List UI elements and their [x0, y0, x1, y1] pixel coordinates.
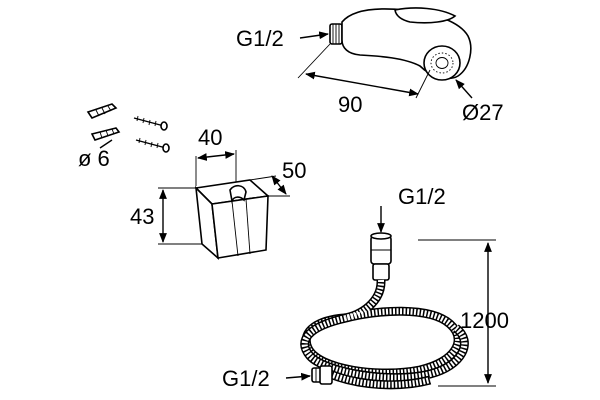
hose-top-connector — [370, 232, 392, 281]
holder-width-label: 40 — [198, 125, 222, 150]
hose-bottom-connector — [311, 365, 333, 385]
hose-coils — [300, 279, 469, 390]
hose-top-thread-label: G1/2 — [398, 184, 446, 209]
handshower-length-label: 90 — [338, 92, 362, 117]
hose-bottom-thread-label: G1/2 — [222, 366, 270, 391]
holder-front-face — [211, 195, 269, 259]
handshower-thread-label: G1/2 — [236, 26, 284, 51]
wall-holder: 40 50 43 — [130, 125, 306, 260]
screw — [135, 137, 170, 153]
holder-height-label: 43 — [130, 204, 154, 229]
handshower-diameter-label: Ø27 — [462, 100, 504, 125]
handshower-spray-face — [423, 45, 461, 81]
shower-hose: G1/2 G1/2 1200 — [222, 184, 509, 391]
handshower: G1/2 90 Ø27 — [236, 7, 504, 125]
handshower-length-dimension — [297, 43, 431, 99]
wall-fixings: ø 6 — [78, 103, 170, 171]
hose-length-label: 1200 — [460, 308, 509, 333]
drill-diameter-label: ø 6 — [78, 146, 110, 171]
screw — [133, 115, 168, 131]
handshower-trigger — [394, 7, 457, 24]
wall-plug — [86, 103, 118, 119]
holder-depth-label: 50 — [282, 158, 306, 183]
handshower-thread — [329, 23, 343, 45]
wall-plug — [90, 127, 121, 141]
